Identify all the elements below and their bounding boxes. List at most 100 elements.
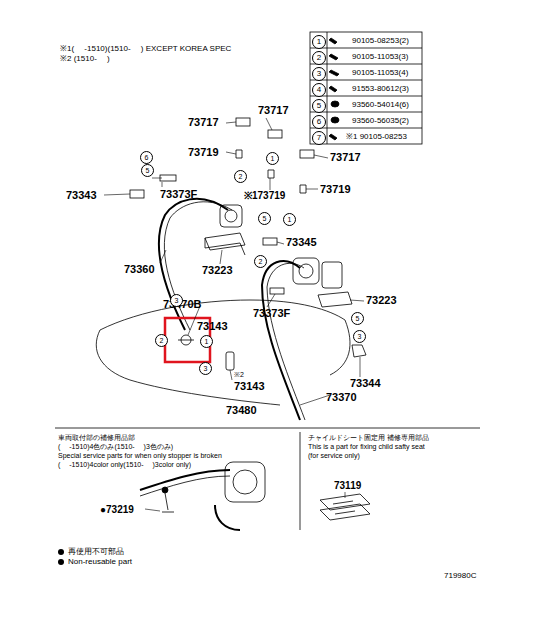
anchor-73719 [236,150,242,158]
part-number: 73119 [334,480,361,492]
bracket-73344 [352,345,366,357]
anchor-73143 [178,340,194,341]
cover-73717 [268,130,282,138]
part-number: 73360 [124,263,155,276]
part-number: 73370 [326,391,357,404]
belt-webbing [267,263,305,420]
stopper-73219 [162,487,168,493]
belt-webbing [140,476,230,496]
callout-number: 2 [254,255,267,268]
retractor [322,262,342,288]
note-text: 90105-11053(4) [352,68,408,77]
callout-number: 1 [200,335,213,348]
note-text: 93560-54014(6) [352,100,409,109]
part-number: 73480 [226,404,257,417]
callout-number: 1 [266,152,279,165]
cover-73717 [236,118,250,126]
guide-73373F [270,288,284,294]
legend-dot [58,559,64,565]
seat-outline [330,320,350,375]
callout-number: 4 [312,83,326,97]
guide-73373F [160,175,176,181]
note-text: ※2 [234,371,244,379]
leader-lines [104,118,364,405]
note-text: This is a part for fixing child safty se… [308,443,425,451]
legend-text: 再使用不可部品 [68,546,124,557]
callout-number: 3 [353,330,366,343]
callout-number: 7 [312,131,326,145]
cover-73717 [300,150,314,158]
callout-number: 3 [199,362,212,375]
part-number: 73143 [197,320,228,333]
section-divider [55,428,480,429]
part-number: 73143 [234,380,265,393]
note-text: ( -1510)4色のみ(1510- )3色のみ) [58,443,173,451]
callout-number: 1 [283,213,296,226]
bracket-73343 [130,190,144,198]
part-number: 73719 [320,183,351,196]
note-text: 90105-11053(3) [352,52,408,61]
note-text: ※1 90105-08253 [346,132,407,141]
callout-number: 5 [258,212,271,225]
anchor-73719 [300,185,306,193]
note-text: ※2 (1510- ) [60,54,110,63]
legend-row: 再使用不可部品 [58,546,124,557]
legend-row: Non-reusable part [58,557,132,566]
retractor [220,205,242,227]
belt-webbing [140,470,230,490]
part-number: 73717 [188,116,219,129]
retractor [293,258,319,284]
part-number: 73717 [330,151,361,164]
callout-number: 5 [312,99,326,113]
retractor [225,462,265,502]
part-number: ※173719 [244,190,285,202]
part-number: 73345 [286,236,317,249]
retractor [233,470,257,494]
note-text: 90105-08253(2) [352,36,409,45]
bolt-icons [329,38,339,140]
retractor [225,210,237,222]
callout-number: 3 [312,67,326,81]
part-number: 73223 [366,294,397,307]
leader-line [145,509,160,511]
part-number: ●73219 [100,504,134,516]
plate-73119 [333,501,355,514]
note-text: 93560-56035(2) [352,116,409,125]
note-text: (for service only) [308,452,360,460]
callout-number: 6 [140,151,153,164]
parts-table [310,32,422,144]
note-text: ※1( -1510)(1510- ) EXCEPT KOREA SPEC [60,44,231,53]
part-number: 73373F [160,188,197,201]
part-number: 73373F [253,307,290,320]
leader-line [345,492,346,498]
part-number: 73343 [66,189,97,202]
callout-number: 3 [170,294,183,307]
tray-73223 [205,238,245,255]
section-divider [300,432,301,530]
callout-number: 2 [312,51,326,65]
callout-number: 5 [141,164,154,177]
part-number: 73717 [258,104,289,117]
callout-number: 2 [234,170,247,183]
note-text: 車両取付部の補修用品部 [58,434,135,442]
buckle-73480 [226,352,234,370]
callout-number: 5 [351,312,364,325]
note-text: ( -1510)4color only(1510- )3color only) [58,461,191,469]
belt-webbing [215,505,240,530]
part-number: 73719 [188,146,219,159]
callout-number: 1 [312,35,326,49]
note-text: 91553-80612(3) [352,84,409,93]
note-text: Special service parts for when only stop… [58,452,222,460]
callout-number: 6 [312,115,326,129]
part-number: 73344 [350,377,381,390]
stopper-73219 [162,493,174,512]
note-text: 719980C [444,571,476,580]
bracket-73345 [263,238,277,245]
note-text: チャイルドシート固定用 補修専用部品 [308,434,429,442]
plate-73119 [320,504,370,520]
table-grid [310,32,422,144]
tray-73223 [318,292,352,307]
part-number: 73223 [202,264,233,277]
retractor [299,264,313,278]
legend-text: Non-reusable part [68,557,132,566]
